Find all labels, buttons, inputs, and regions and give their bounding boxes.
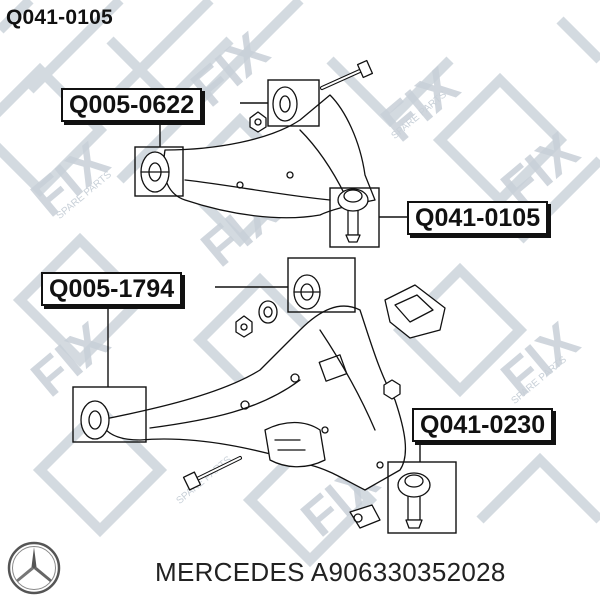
- footer-part-number: A906330352028: [310, 557, 506, 587]
- lower-link: [349, 504, 381, 529]
- callout-lower-ball-joint: Q041-0230: [412, 408, 554, 442]
- callout-upper-ball-joint: Q041-0105: [407, 201, 549, 235]
- lower-control-arm: [99, 305, 407, 491]
- page-title: Q041-0105: [6, 6, 113, 29]
- upper-ball-joint: [337, 188, 369, 243]
- lower-small-nut: [383, 379, 401, 400]
- lower-rear-bushing: [80, 400, 110, 440]
- lower-front-bushing: [293, 274, 321, 310]
- leader-lines: [72, 79, 457, 534]
- lower-bolt: [182, 456, 242, 491]
- mercedes-star-icon: [7, 541, 61, 595]
- upper-bolt: [320, 59, 374, 90]
- rubber-stopper: [384, 284, 446, 339]
- callout-upper-bushing: Q005-0622: [61, 88, 203, 122]
- footer-part-info: MERCEDES A906330352028: [155, 557, 506, 588]
- lower-washers: [235, 300, 278, 338]
- callout-lower-bushing: Q005-1794: [41, 272, 183, 306]
- upper-nut: [249, 111, 267, 133]
- footer-make: MERCEDES: [155, 557, 305, 587]
- upper-rear-bushing: [140, 151, 170, 193]
- lower-ball-joint: [397, 472, 431, 529]
- upper-front-bushing: [272, 86, 298, 122]
